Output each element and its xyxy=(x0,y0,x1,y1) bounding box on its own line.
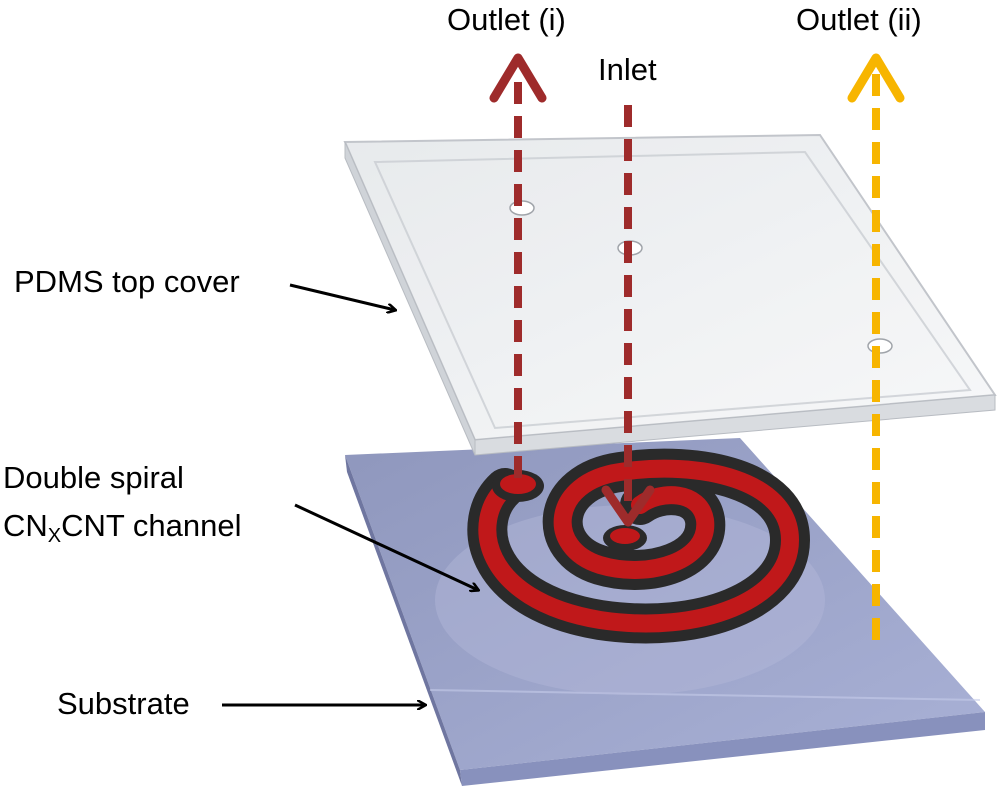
substrate-label: Substrate xyxy=(57,686,190,721)
channel-label-cn: CN xyxy=(3,508,48,543)
double-spiral-channel xyxy=(467,448,811,644)
pdms-top-cover-label: PDMS top cover xyxy=(14,264,240,299)
inlet-label: Inlet xyxy=(598,52,657,87)
channel-pointer-arrow xyxy=(294,503,478,590)
channel-label-line1: Double spiral xyxy=(3,460,184,495)
channel-label-line2: CNXCNT channel xyxy=(3,508,242,547)
pdms-top-cover xyxy=(343,133,997,456)
outlet-i-label: Outlet (i) xyxy=(447,2,566,37)
outlet-i-arrow xyxy=(489,53,547,478)
pdms-pointer-arrow xyxy=(289,283,395,310)
channel-label-rest: CNT channel xyxy=(61,508,242,543)
inlet-arrow xyxy=(601,105,655,527)
outlet-ii-arrow xyxy=(847,53,905,640)
channel-label-subscript: X xyxy=(47,525,62,547)
outlet-ii-label: Outlet (ii) xyxy=(796,2,922,37)
